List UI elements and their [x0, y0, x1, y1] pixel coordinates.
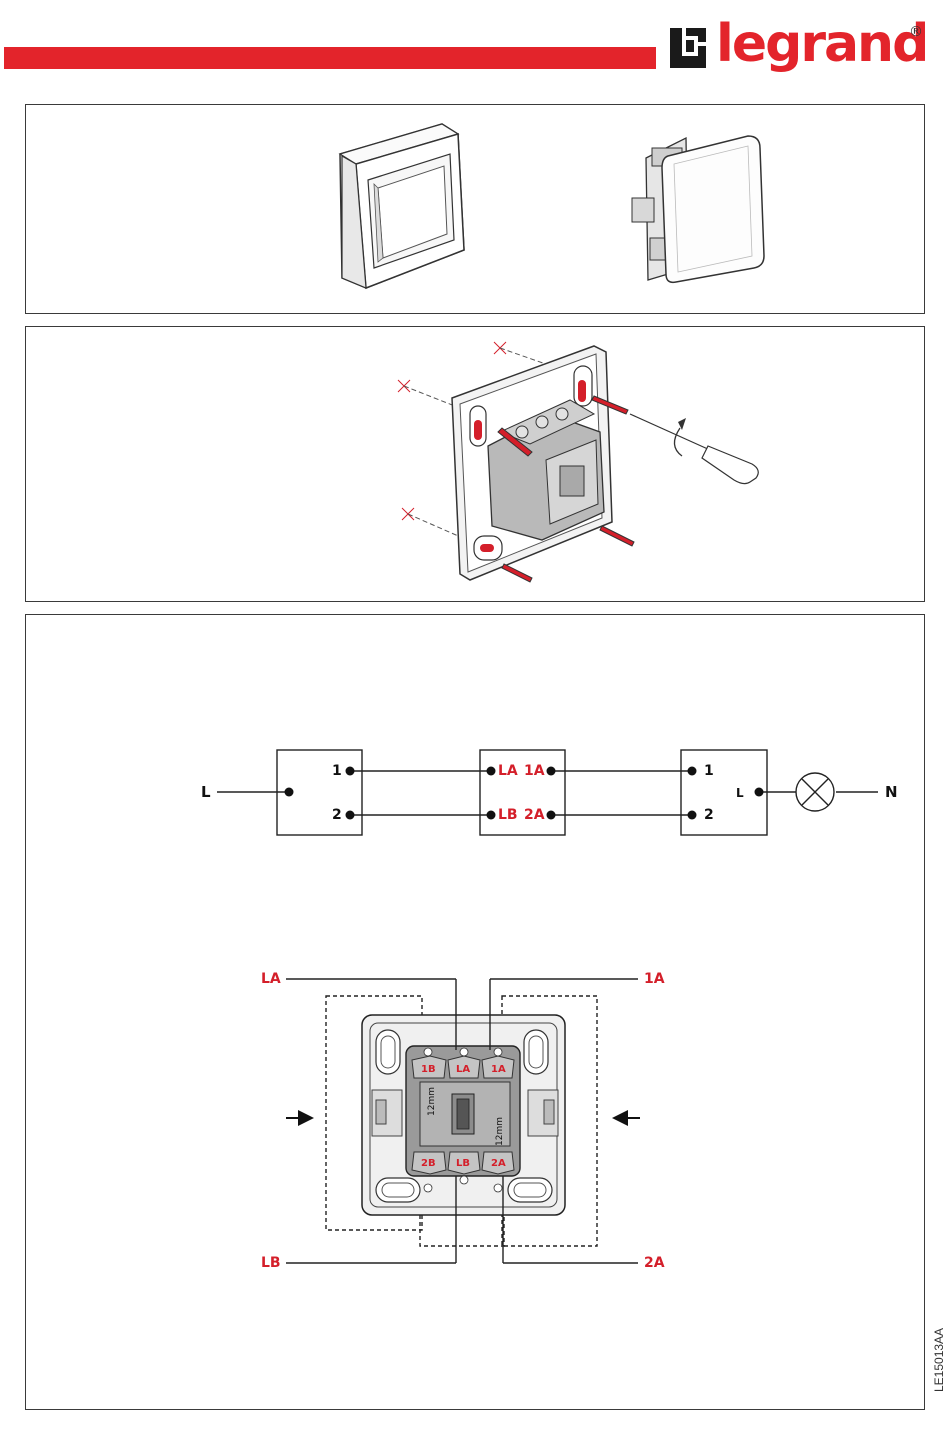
neutral-label: N — [885, 784, 898, 800]
right-switch-common-label: L — [736, 785, 744, 801]
left-switch-terminal-1: 1 — [332, 763, 342, 779]
terminal-2b: 2B — [421, 1156, 436, 1172]
callout-2a: 2A — [644, 1255, 665, 1271]
middle-switch-terminal-lb: LB — [498, 807, 518, 823]
strip-length-right: 12mm — [492, 1117, 508, 1146]
terminal-1b: 1B — [421, 1062, 436, 1078]
callout-la: LA — [261, 971, 281, 987]
terminal-1a: 1A — [491, 1062, 506, 1078]
right-switch-box — [681, 750, 767, 835]
line-label: L — [201, 784, 211, 800]
terminal-lb: LB — [456, 1156, 470, 1172]
document-code: LE15013AA — [932, 1328, 946, 1392]
middle-switch-box — [480, 750, 565, 835]
left-switch-terminal-2: 2 — [332, 807, 342, 823]
callout-lb: LB — [261, 1255, 281, 1271]
strip-length-left: 12mm — [424, 1087, 440, 1116]
middle-switch-terminal-1a: 1A — [524, 763, 545, 779]
right-switch-terminal-2: 2 — [704, 807, 714, 823]
terminal-2a: 2A — [491, 1156, 506, 1172]
middle-switch-terminal-la: LA — [498, 763, 518, 779]
callout-1a: 1A — [644, 971, 665, 987]
terminal-la: LA — [456, 1062, 470, 1078]
middle-switch-terminal-2a: 2A — [524, 807, 545, 823]
right-switch-terminal-1: 1 — [704, 763, 714, 779]
terminal-diagram — [286, 979, 640, 1263]
